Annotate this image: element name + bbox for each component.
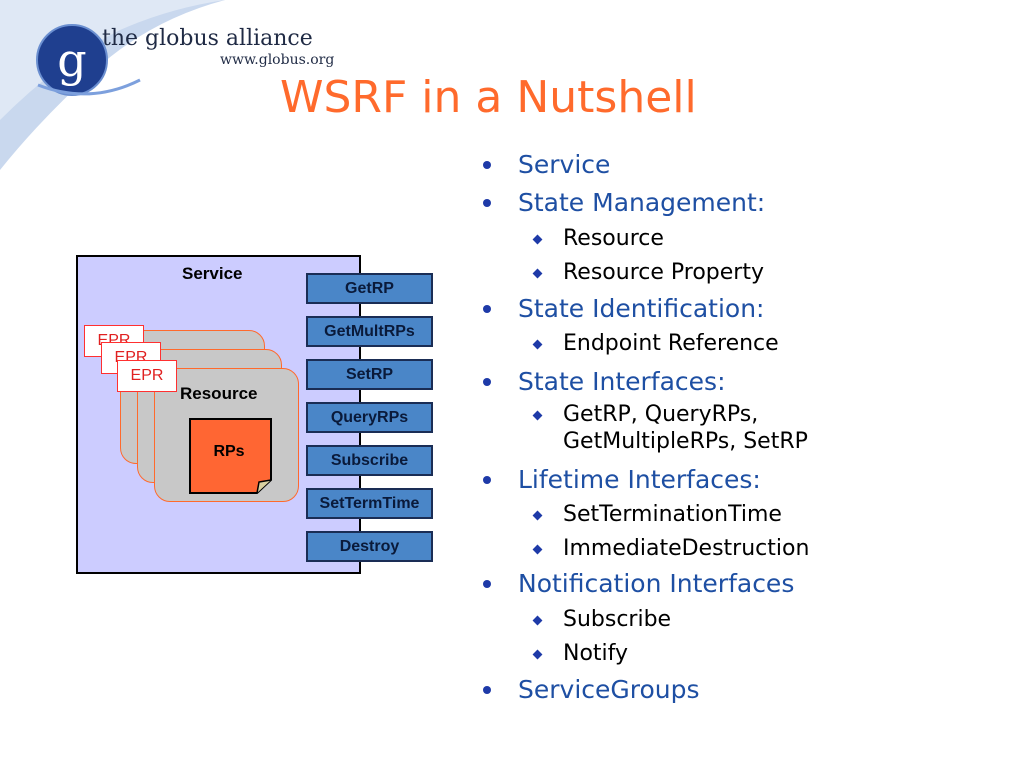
bullet-dot-icon <box>483 161 491 169</box>
bullet-item: Lifetime Interfaces: <box>518 465 761 494</box>
bullet-dot-icon <box>483 378 491 386</box>
bullet-dot-icon <box>483 305 491 313</box>
globus-logo-icon: g <box>36 24 141 96</box>
operation-getrp: GetRP <box>306 273 433 304</box>
bullet-item: State Management: <box>518 188 766 217</box>
bullet-item: ServiceGroups <box>518 675 700 704</box>
operation-settermtime: SetTermTime <box>306 488 433 519</box>
sub-bullet-item: Resource Property <box>563 260 764 285</box>
resource-label: Resource <box>180 384 258 403</box>
rps-document-icon <box>189 418 272 494</box>
slide-title: WSRF in a Nutshell <box>280 72 697 123</box>
rps-label: RPs <box>213 443 245 460</box>
logo-name: the globus alliance <box>102 26 313 51</box>
logo-mark-letter: g <box>57 33 86 87</box>
bullet-item: State Interfaces: <box>518 367 726 396</box>
sub-bullet-item: Endpoint Reference <box>563 331 779 356</box>
operation-destroy: Destroy <box>306 531 433 562</box>
bullet-dot-icon <box>483 580 491 588</box>
bullet-dot-icon <box>483 199 491 207</box>
sub-bullet-item: Subscribe <box>563 607 672 632</box>
sub-bullet-item: GetMultipleRPs, SetRP <box>563 429 808 454</box>
bullet-item: State Identification: <box>518 294 765 323</box>
bullet-item: Notification Interfaces <box>518 569 795 598</box>
sub-bullet-item: GetRP, QueryRPs, <box>563 402 759 427</box>
bullet-item: Service <box>518 150 611 179</box>
epr-tag: EPR <box>117 360 177 392</box>
logo-url: www.globus.org <box>220 52 335 68</box>
service-label: Service <box>182 264 243 283</box>
operation-subscribe: Subscribe <box>306 445 433 476</box>
sub-bullet-item: Resource <box>563 226 664 251</box>
operation-getmultrps: GetMultRPs <box>306 316 433 347</box>
sub-bullet-item: Notify <box>563 641 629 666</box>
bullet-dot-icon <box>483 686 491 694</box>
sub-bullet-item: SetTerminationTime <box>563 502 782 527</box>
operation-setrp: SetRP <box>306 359 433 390</box>
bullet-dot-icon <box>483 476 491 484</box>
operation-queryrps: QueryRPs <box>306 402 433 433</box>
sub-bullet-item: ImmediateDestruction <box>563 536 810 561</box>
